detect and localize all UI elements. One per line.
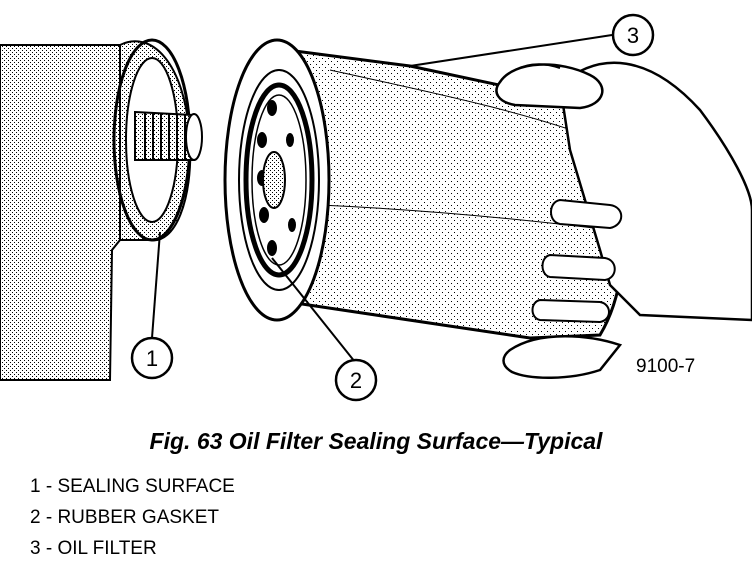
callout-3: 3 [611,13,655,57]
oil-filter-illustration: 1 2 3 [0,13,752,402]
leader-lines [151,34,613,363]
legend: 1 - SEALING SURFACE 2 - RUBBER GASKET 3 … [30,473,235,566]
figure-code: 9100-7 [636,356,696,377]
callout-3-label: 3 [627,23,639,48]
callout-1-label: 1 [146,346,158,371]
legend-item-sealing-surface: 1 - SEALING SURFACE [30,476,235,497]
figure-caption: Fig. 63 Oil Filter Sealing Surface—Typic… [149,428,603,454]
legend-item-oil-filter: 3 - OIL FILTER [30,538,157,559]
filter-center-thread [262,151,286,209]
callout-2-label: 2 [350,368,362,393]
callout-2: 2 [334,358,378,402]
threaded-stud [134,110,203,161]
hand [495,61,752,379]
callout-1: 1 [130,336,174,380]
legend-item-rubber-gasket: 2 - RUBBER GASKET [30,507,219,528]
